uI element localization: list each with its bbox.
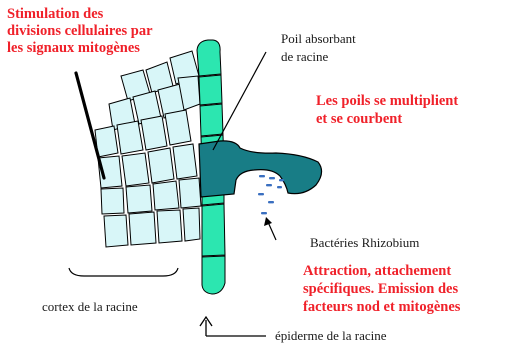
cortex-cell <box>101 188 124 214</box>
cortex-cell <box>141 116 167 150</box>
stimulation-line-3: les signaux mitogènes <box>7 40 153 57</box>
root-hair-line-2: de racine <box>281 48 356 66</box>
epidermis-cell <box>200 104 223 136</box>
cortex-text: cortex de la racine <box>42 299 138 315</box>
hairs-multiply-line-1: Les poils se multiplient <box>316 92 458 110</box>
epidermis-cell <box>202 204 225 256</box>
epidermis-cell <box>199 75 222 105</box>
cortex-bracket <box>69 268 178 276</box>
hairs-multiply-label: Les poils se multiplient et se courbent <box>316 92 458 128</box>
bacteria-text: Bactéries Rhizobium <box>310 235 419 251</box>
bacteria-arrow-icon <box>264 217 276 240</box>
cortex-label: cortex de la racine <box>42 299 138 315</box>
hairs-multiply-line-2: et se courbent <box>316 110 458 128</box>
attraction-label: Attraction, attachement spécifiques. Emi… <box>303 262 460 316</box>
epidermis-text: épiderme de la racine <box>275 328 387 344</box>
stimulation-pointer-line <box>76 73 104 178</box>
bacteria-dash-icon <box>279 179 284 181</box>
cortex-cells <box>95 51 201 247</box>
cortex-cell <box>165 110 191 145</box>
cortex-cell <box>173 144 197 179</box>
root-hair-line-1: Poil absorbant <box>281 30 356 48</box>
cortex-cell <box>157 210 182 243</box>
root-hair <box>199 141 322 197</box>
bacteria-dash-icon <box>261 212 267 214</box>
bacteria-dash-icon <box>258 193 264 195</box>
bacteria-dash-icon <box>277 186 282 188</box>
stimulation-label: Stimulation des divisions cellulaires pa… <box>7 6 153 57</box>
cortex-cell <box>183 208 200 241</box>
epidermis-arrow-icon <box>200 317 266 336</box>
attraction-line-3: facteurs nod et mitogènes <box>303 298 460 316</box>
root-hair-label: Poil absorbant de racine <box>281 30 356 66</box>
epidermis-cell <box>202 256 225 294</box>
cortex-cell <box>153 181 179 210</box>
cortex-cell <box>104 215 128 247</box>
bacteria-group <box>258 175 284 214</box>
bacteria-dash-icon <box>259 175 265 177</box>
epidermis-cell <box>197 40 221 76</box>
bacteria-label: Bactéries Rhizobium <box>310 235 419 251</box>
epidermis-label: épiderme de la racine <box>275 328 387 344</box>
bacteria-dash-icon <box>266 184 272 186</box>
attraction-line-2: spécifiques. Emission des <box>303 280 460 298</box>
cortex-cell <box>122 153 149 186</box>
cortex-cell <box>126 185 152 213</box>
cortex-cell <box>179 178 201 208</box>
stimulation-line-1: Stimulation des <box>7 6 153 23</box>
bacteria-dash-icon <box>269 177 275 179</box>
bacteria-dash-icon <box>268 201 274 203</box>
stimulation-line-2: divisions cellulaires par <box>7 23 153 40</box>
cortex-cell <box>117 121 143 154</box>
cortex-cell <box>148 148 174 183</box>
cortex-cell <box>129 212 156 245</box>
attraction-line-1: Attraction, attachement <box>303 262 460 280</box>
